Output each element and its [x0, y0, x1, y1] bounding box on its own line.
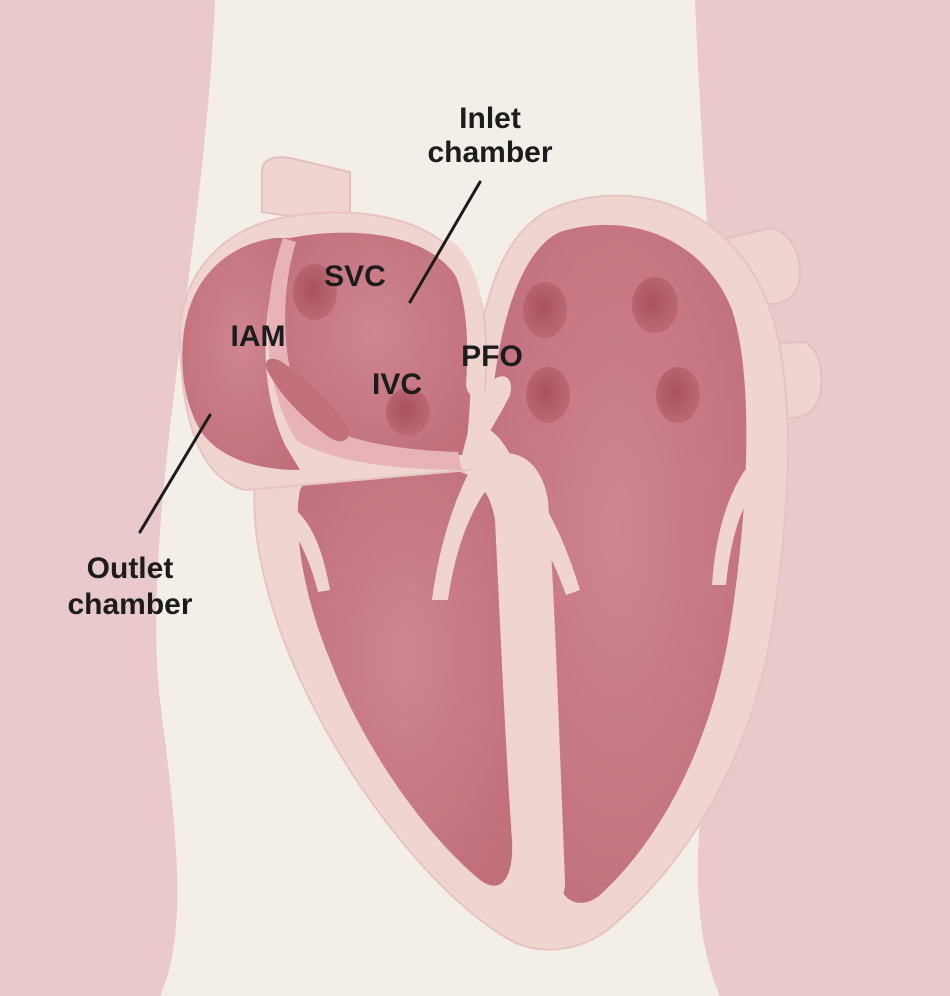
vessel-openings — [293, 264, 700, 436]
pulmonary-vein-opening-3 — [526, 367, 570, 423]
outlet-chamber-label-line2: chamber — [67, 588, 192, 621]
pulmonary-vein-opening-1 — [523, 282, 567, 338]
iam-window — [265, 358, 349, 442]
septal-branch-left — [432, 470, 490, 600]
trabeculae — [285, 470, 752, 600]
right-ventricle-chamber — [297, 467, 513, 886]
ivc-label: IVC — [372, 368, 422, 401]
septal-branch-right — [505, 470, 580, 595]
ivc-opening — [386, 388, 430, 436]
interatrial-membrane — [267, 238, 462, 470]
iam-label: IAM — [231, 320, 286, 353]
pulmonary-vein-opening-2 — [632, 277, 678, 333]
pfo-label: PFO — [461, 340, 523, 373]
rv-papillary — [285, 505, 330, 592]
outlet-chamber — [182, 238, 300, 470]
pulmonary-vein-opening-4 — [656, 367, 700, 423]
svc-opening — [293, 264, 337, 320]
outlet-chamber-label-line1: Outlet — [87, 552, 174, 585]
outlet-chamber-leader — [138, 413, 212, 534]
interventricular-septum — [470, 453, 566, 905]
septum-primum-edge — [460, 376, 511, 470]
inlet-chamber-leader — [408, 180, 482, 304]
lv-papillary — [712, 470, 752, 585]
inlet-chamber-label-line2: chamber — [427, 136, 552, 169]
inlet-chamber-label-line1: Inlet — [459, 102, 521, 135]
svc-vessel-stub — [261, 156, 351, 227]
pfo-flap — [442, 240, 484, 395]
svc-label: SVC — [324, 260, 386, 293]
